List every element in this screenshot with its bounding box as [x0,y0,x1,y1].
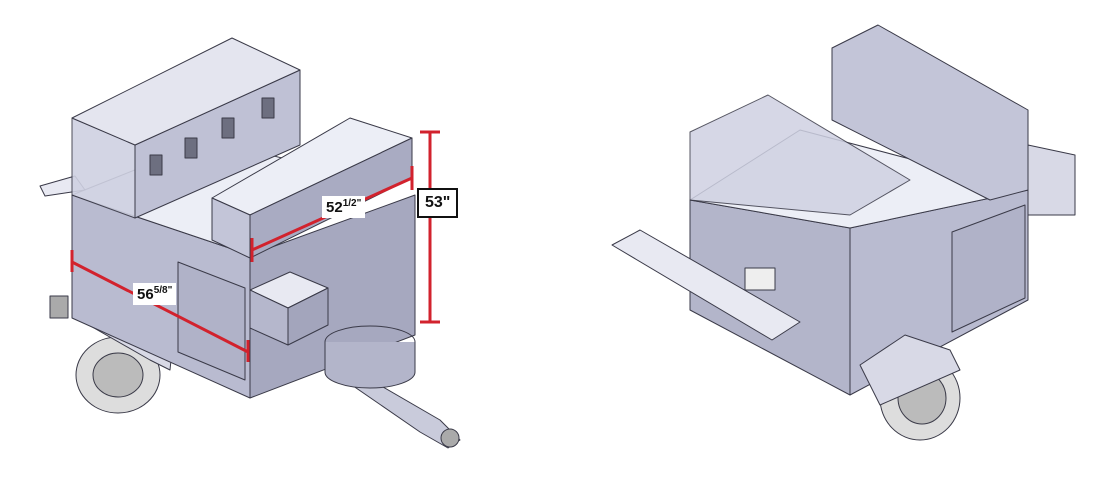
length-whole: 56 [137,286,154,303]
serving-shelf [611,229,801,341]
width-dimension-label: 521/2" [322,196,366,218]
glass-hood-top [71,37,301,146]
door [951,204,1026,333]
length-fraction: 5/8" [153,285,173,296]
glass-hood [689,94,911,216]
width-whole: 52 [326,199,343,216]
left-cart-drawing [39,37,461,449]
width-fraction: 1/2" [342,198,362,209]
length-dimension-label: 565/8" [133,283,177,305]
door [177,261,246,381]
height-dimension-label: 53" [417,188,459,218]
fender [859,334,961,406]
right-cart-drawing [611,24,1076,441]
dimension-lines [70,130,440,362]
